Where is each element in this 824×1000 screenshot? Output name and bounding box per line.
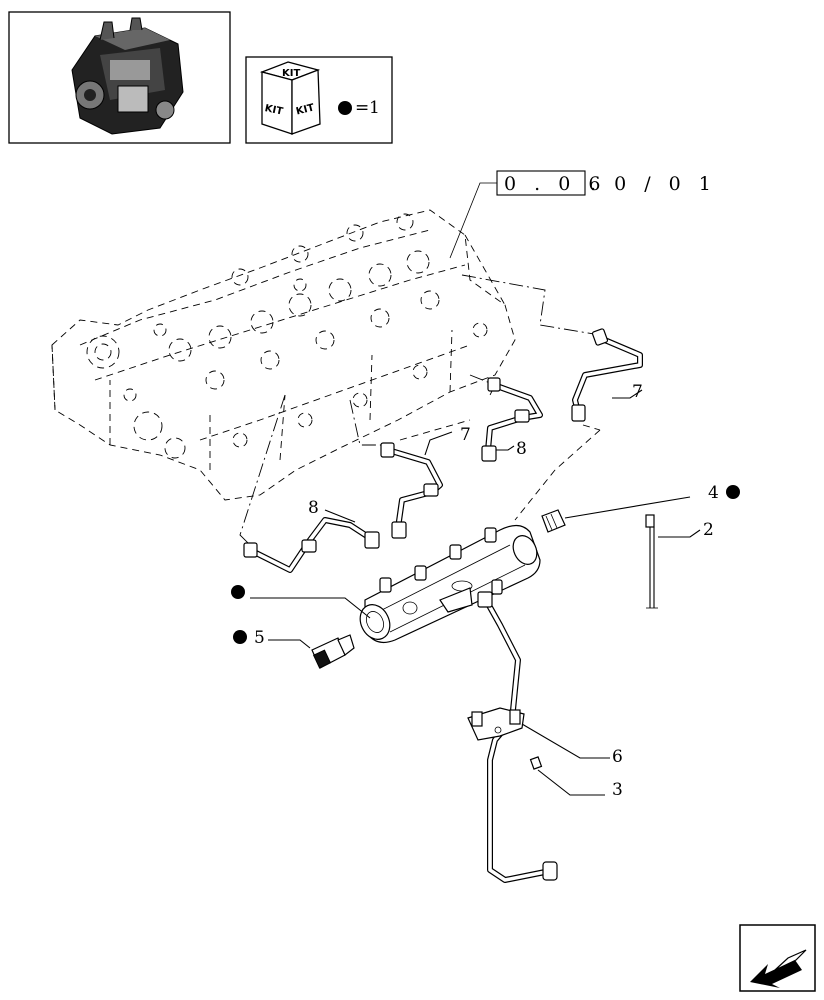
kit-legend-value: 1 bbox=[369, 98, 380, 118]
kit-dot-icon bbox=[338, 101, 352, 115]
assembly-leader-lines bbox=[239, 274, 601, 551]
head-ports bbox=[86, 213, 488, 459]
callout-2[interactable]: 2 bbox=[703, 520, 714, 540]
engine-head-phantom bbox=[51, 209, 516, 501]
callout-4[interactable]: 4 bbox=[708, 483, 719, 503]
common-rail[interactable] bbox=[355, 524, 542, 644]
stud-bolt[interactable] bbox=[645, 514, 701, 609]
kit-dot-icon-sensor bbox=[233, 630, 247, 644]
engine-thumbnail-image bbox=[71, 17, 184, 135]
callout-8-upper[interactable]: 8 bbox=[516, 439, 527, 459]
callout-7-middle[interactable]: 7 bbox=[460, 425, 471, 445]
kit-dot-icon-valve bbox=[726, 485, 740, 499]
bracket-screw[interactable] bbox=[529, 756, 605, 796]
pipe-bracket[interactable] bbox=[467, 707, 610, 759]
relief-valve[interactable] bbox=[541, 496, 691, 533]
callout-dots bbox=[231, 485, 740, 644]
pressure-sensor[interactable] bbox=[268, 634, 355, 669]
kit-legend: KIT KIT KIT = 1 bbox=[245, 56, 393, 144]
fuel-pipe-7-right[interactable] bbox=[571, 328, 643, 422]
callout-numbers: 1 2 3 4 5 6 7 7 8 8 bbox=[254, 382, 719, 800]
callout-5[interactable]: 5 bbox=[254, 628, 265, 648]
fuel-pipe-8-upper[interactable] bbox=[481, 377, 543, 462]
kit-legend-equals: = bbox=[355, 98, 369, 118]
reference-code-boxed: 0 . 0 6 bbox=[504, 173, 606, 195]
reference-code-suffix: . 0 / 0 1 bbox=[590, 173, 717, 195]
fuel-pipe-8-left[interactable] bbox=[243, 517, 380, 573]
callout-3[interactable]: 3 bbox=[612, 780, 623, 800]
kit-label-left: KIT bbox=[264, 103, 284, 118]
fuel-pipe-7-middle[interactable] bbox=[380, 442, 443, 539]
kit-label-right: KIT bbox=[295, 102, 316, 117]
reference-code[interactable]: 0 . 0 6 . 0 / 0 1 bbox=[449, 170, 717, 259]
callout-8-left[interactable]: 8 bbox=[308, 498, 319, 518]
engine-thumbnail[interactable] bbox=[8, 11, 231, 144]
callout-7-right[interactable]: 7 bbox=[632, 382, 643, 402]
callout-leaders bbox=[250, 389, 643, 619]
high-pressure-feed-pipe[interactable] bbox=[477, 591, 558, 883]
kit-cube-icon: KIT KIT KIT bbox=[259, 61, 321, 135]
arrow-back-icon bbox=[750, 949, 807, 988]
callout-6[interactable]: 6 bbox=[612, 747, 623, 767]
back-navigation-button[interactable] bbox=[739, 924, 816, 992]
kit-dot-icon-rail bbox=[231, 585, 245, 599]
kit-label-top: KIT bbox=[282, 68, 300, 79]
